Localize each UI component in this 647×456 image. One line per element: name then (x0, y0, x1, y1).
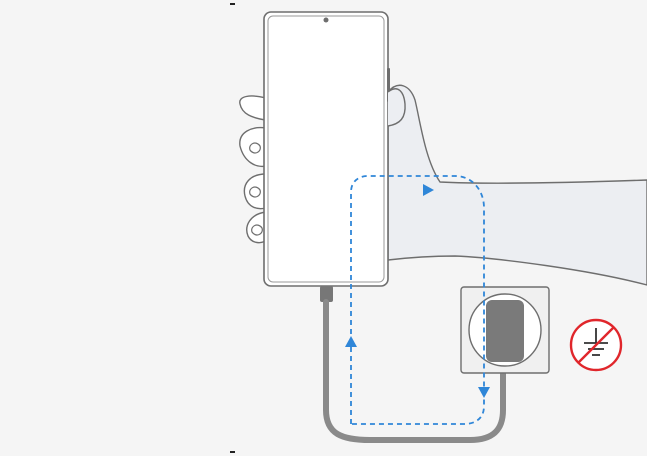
charger-adapter (486, 300, 524, 362)
arrow-right (423, 184, 434, 196)
arrow-up (345, 336, 357, 347)
phone-screen (267, 15, 385, 283)
front-camera (323, 17, 329, 23)
prohibition-slash (577, 326, 615, 364)
fingernail-middle (249, 142, 261, 154)
hand (239, 84, 647, 286)
no-ground-icon (569, 318, 623, 372)
wall-outlet (460, 286, 550, 374)
current-path-line (350, 175, 485, 425)
charging-cable (320, 286, 506, 443)
usb-plug (320, 286, 333, 302)
cable-wire (323, 299, 506, 443)
arrow-down (478, 387, 490, 398)
forearm (387, 84, 647, 286)
fingernail-ring (249, 186, 261, 198)
current-path (345, 175, 490, 425)
finger-index (239, 95, 267, 121)
smartphone (263, 11, 390, 287)
thumb (387, 88, 406, 127)
fingernail-pinky (251, 224, 263, 236)
